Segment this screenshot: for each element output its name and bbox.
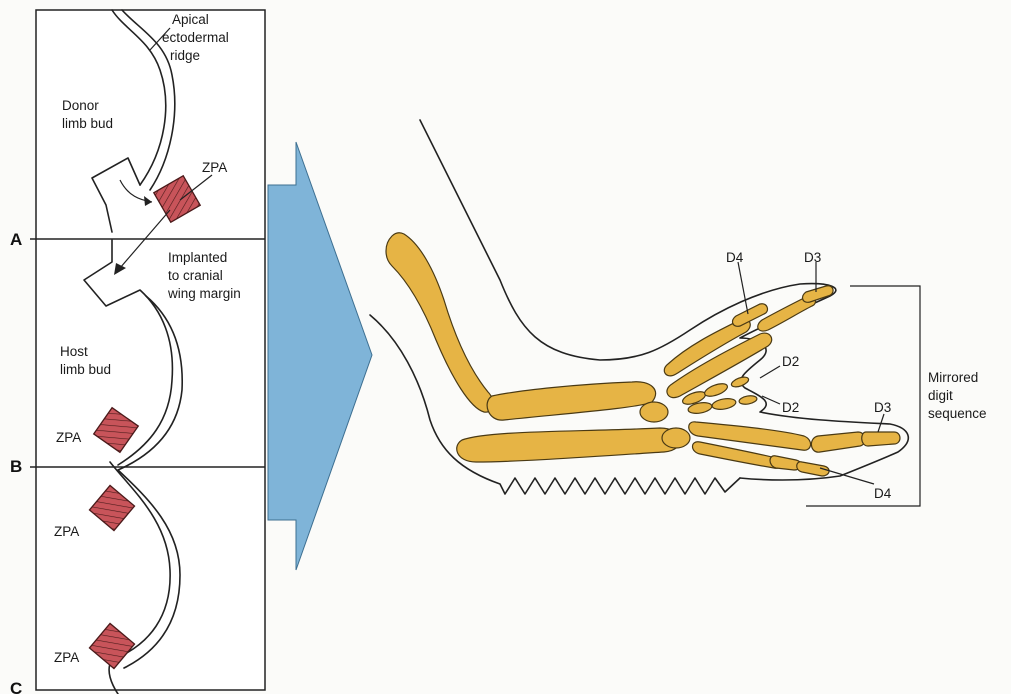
bone-ulna <box>457 428 680 462</box>
bracket-label-3: sequence <box>928 406 987 421</box>
leader-d4-top <box>738 262 748 314</box>
donor-label-2: limb bud <box>62 116 113 131</box>
digit-label-d3-top: D3 <box>804 250 821 265</box>
digit-label-d4-top: D4 <box>726 250 744 265</box>
transform-arrow <box>268 142 372 570</box>
bone-carpal-2 <box>662 428 690 448</box>
panel-letter-a: A <box>10 230 22 249</box>
bone-phalanx-d3-top-2 <box>803 286 834 303</box>
apical-label-3: ridge <box>170 48 200 63</box>
digit-label-d3-lower: D3 <box>874 400 891 415</box>
bone-d2-f <box>738 394 757 405</box>
bone-d2-e <box>711 397 736 411</box>
bone-d2-b <box>703 381 729 399</box>
wing-outline-upper <box>420 120 908 480</box>
bracket-label-1: Mirrored <box>928 370 978 385</box>
bone-radius <box>487 382 656 420</box>
zpa-label-c1: ZPA <box>54 524 79 539</box>
leader-d4-lower <box>820 468 874 484</box>
bone-carpal-1 <box>640 402 668 422</box>
implant-label-1: Implanted <box>168 250 227 265</box>
digit-label-d4-lower: D4 <box>874 486 892 501</box>
implant-label-2: to cranial <box>168 268 223 283</box>
digit-label-d2-lower: D2 <box>782 400 799 415</box>
host-label-2: limb bud <box>60 362 111 377</box>
bone-d2-c <box>730 375 750 389</box>
implant-label-3: wing margin <box>167 286 241 301</box>
host-label-1: Host <box>60 344 88 359</box>
panel-letter-b: B <box>10 457 22 476</box>
apical-label-1: Apical <box>172 12 209 27</box>
wing: D4 D3 D2 D2 D3 D4 <box>370 120 908 501</box>
bone-phalanx-d3-low-1 <box>811 432 865 452</box>
bone-phalanx-d3-low-2 <box>862 432 900 446</box>
zpa-label-a: ZPA <box>202 160 227 175</box>
bracket-label-2: digit <box>928 388 953 403</box>
zpa-label-b: ZPA <box>56 430 81 445</box>
digit-label-d2-upper: D2 <box>782 354 799 369</box>
leader-d2-upper <box>760 366 780 378</box>
zpa-label-c2: ZPA <box>54 650 79 665</box>
donor-label-1: Donor <box>62 98 99 113</box>
panel-letter-c: C <box>10 679 22 694</box>
bone-humerus <box>386 233 493 413</box>
apical-label-2: ectodermal <box>162 30 229 45</box>
